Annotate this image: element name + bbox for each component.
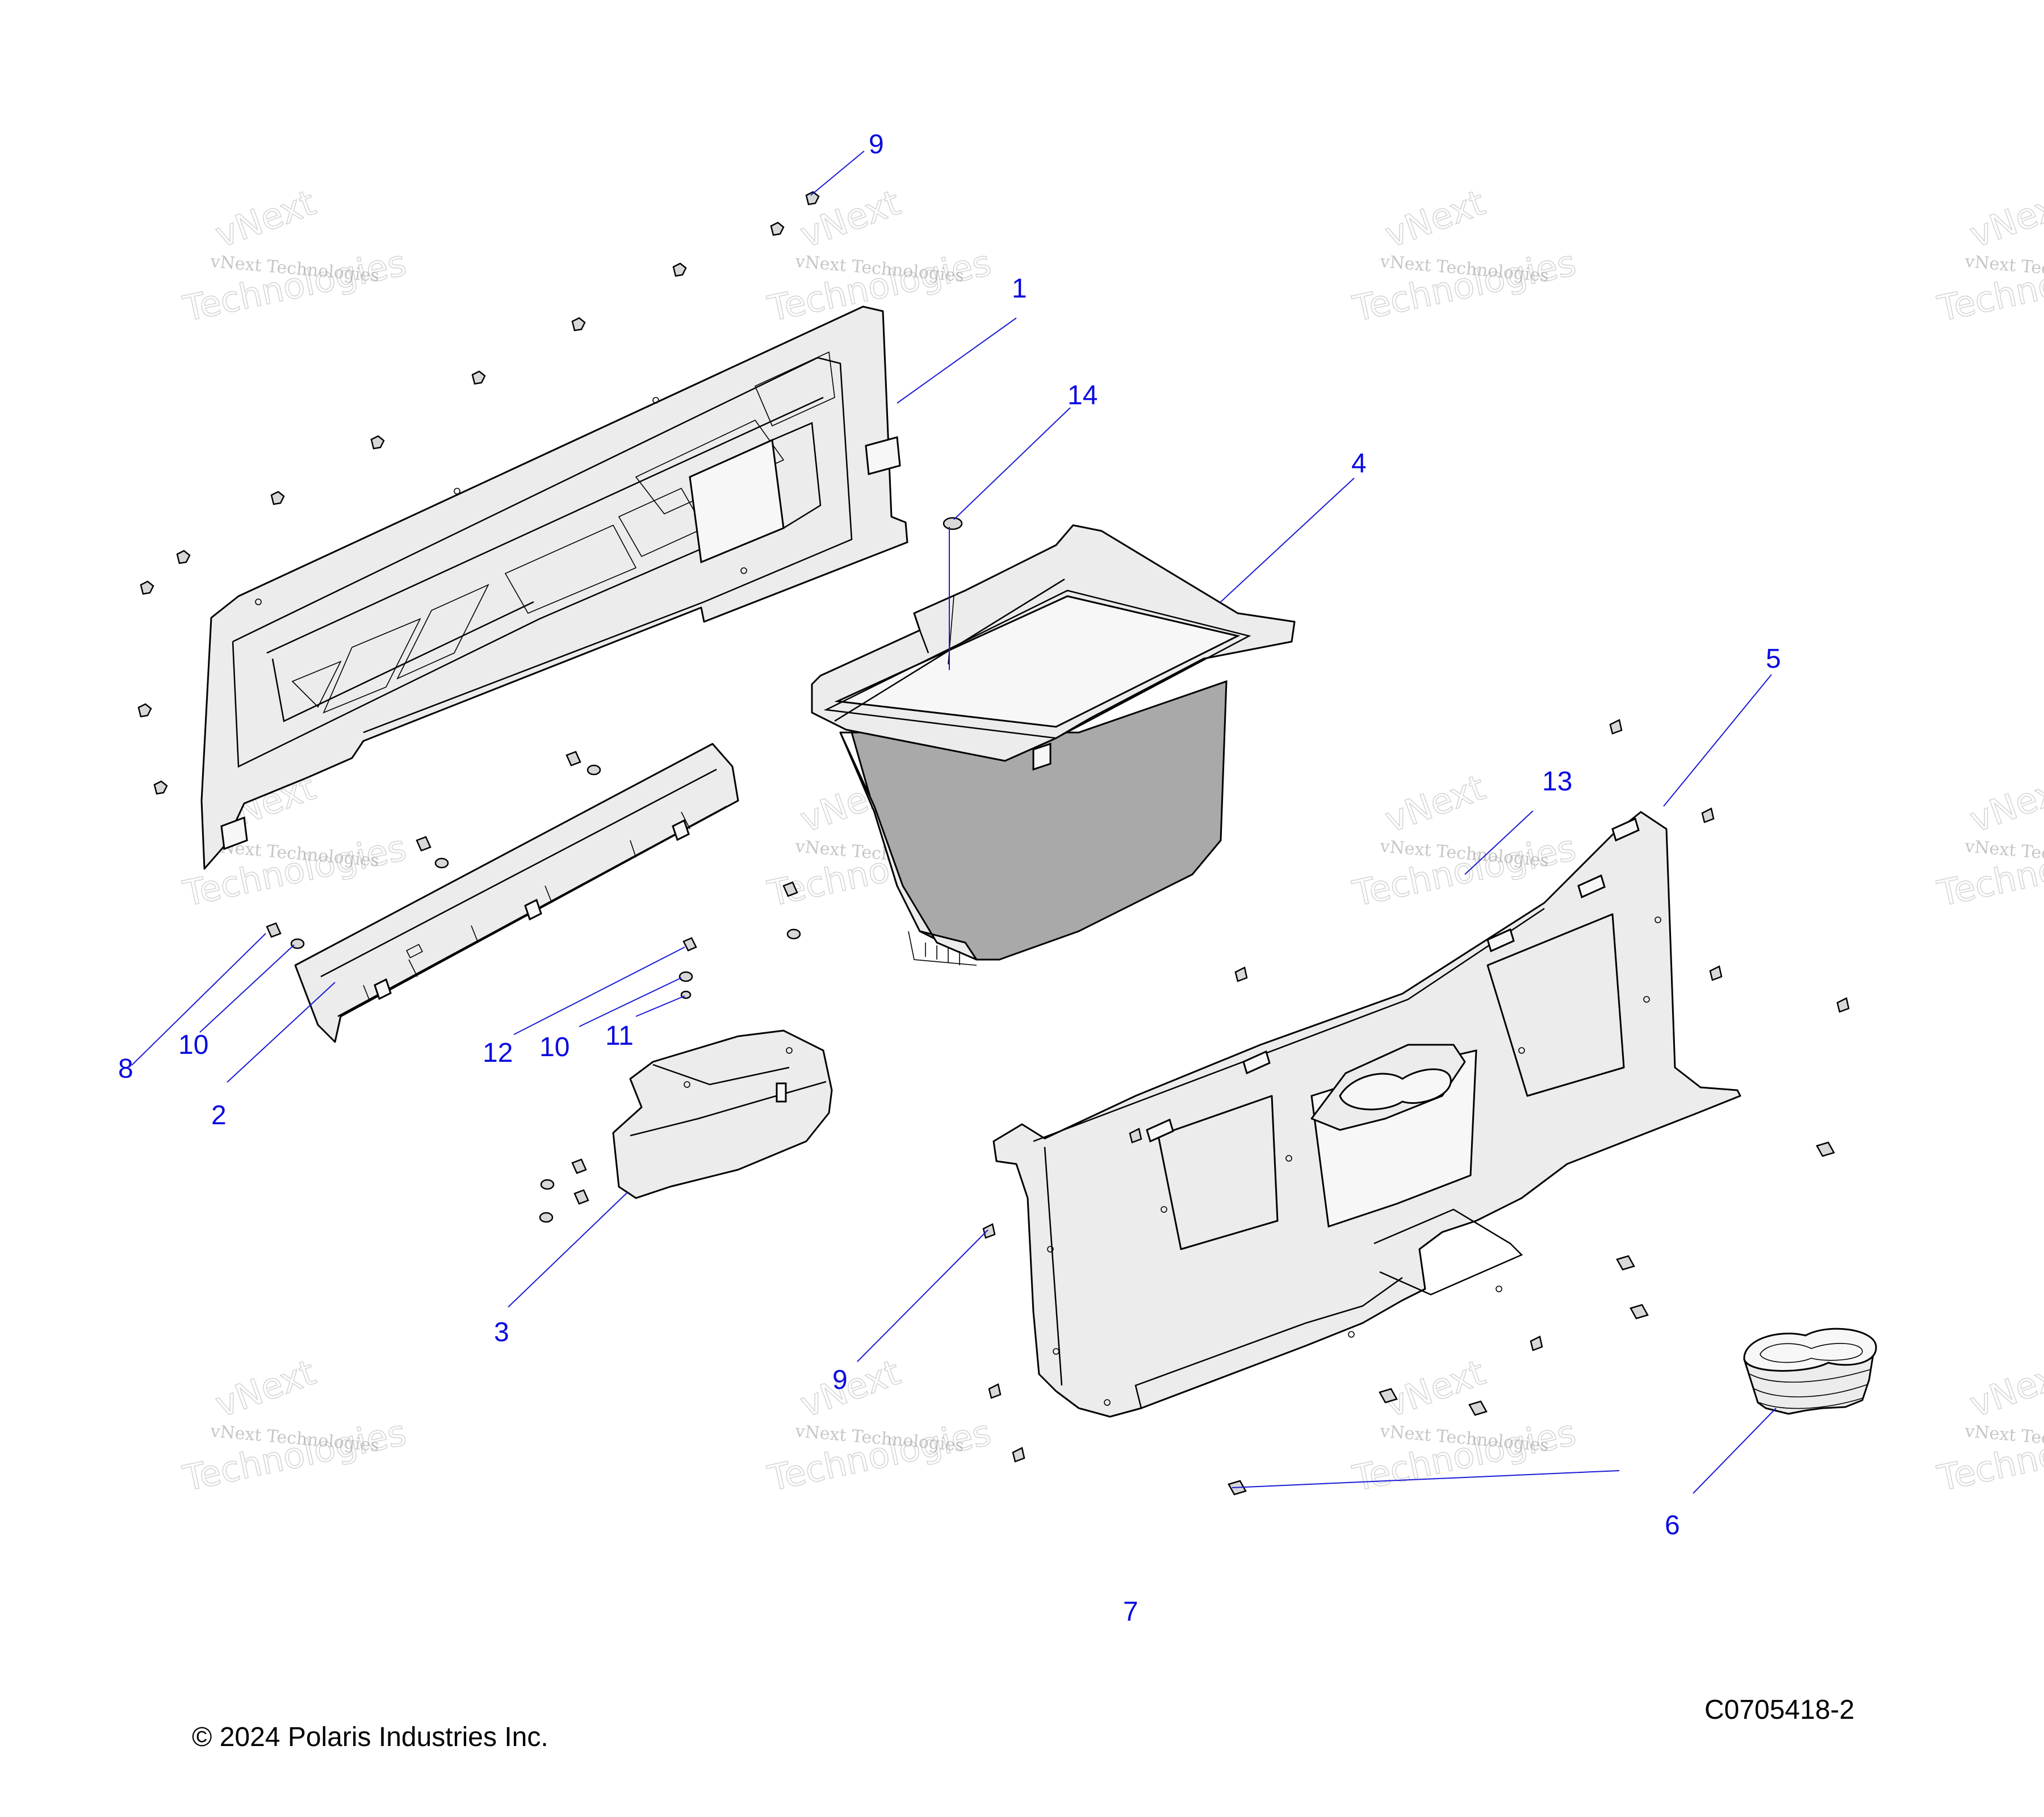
screw-icon xyxy=(982,1223,996,1239)
panel-1-push-rivets xyxy=(137,191,820,795)
part-1-rear-panel xyxy=(200,305,908,870)
callout-10-left: 10 xyxy=(178,1030,208,1060)
watermark: vNext Technologies vNext Technologies xyxy=(1933,181,2044,330)
watermark: vNext Technologies vNext Technologies xyxy=(764,1351,995,1500)
push-rivet-icon xyxy=(176,550,191,564)
clip-icon xyxy=(1379,1388,1398,1404)
watermark: vNext Technologies vNext Technologies xyxy=(1933,766,2044,915)
part-5-floor-tray xyxy=(992,811,1741,1418)
part-2-channel-bracket xyxy=(294,743,739,1043)
watermark: vNext Technologies vNext Technologies xyxy=(1348,181,1580,330)
callout-2: 2 xyxy=(211,1100,227,1131)
callout-10-right: 10 xyxy=(539,1032,569,1062)
screw-icon xyxy=(1530,1335,1543,1351)
washer-icon xyxy=(434,857,449,869)
push-rivet-icon xyxy=(140,580,154,595)
svg-text:vNext: vNext xyxy=(795,1351,906,1426)
callout-5: 5 xyxy=(1766,644,1781,674)
svg-text:vNext: vNext xyxy=(210,182,321,256)
push-rivet-icon xyxy=(370,435,385,450)
push-rivet-icon xyxy=(805,191,820,206)
screw-icon xyxy=(1836,997,1850,1013)
watermark: vNext Technologies vNext Technologies xyxy=(179,181,410,330)
push-rivet-icon xyxy=(471,370,486,385)
callout-7: 7 xyxy=(1123,1597,1138,1627)
bolt-icon xyxy=(573,1189,589,1205)
callout-6: 6 xyxy=(1665,1510,1680,1540)
callout-8: 8 xyxy=(118,1054,133,1084)
watermark: vNext Technologies vNext Technologies xyxy=(179,1351,410,1500)
bolt-icon xyxy=(266,922,282,938)
push-rivet-icon xyxy=(770,221,785,236)
washer-icon xyxy=(290,938,305,949)
copyright-notice: © 2024 Polaris Industries Inc. xyxy=(192,1722,548,1752)
leader-lines xyxy=(131,150,1777,1494)
callout-1: 1 xyxy=(1012,274,1027,304)
clip-icon xyxy=(1630,1304,1649,1320)
washer-icon xyxy=(786,928,801,940)
push-rivet-icon xyxy=(137,703,152,718)
svg-text:vNext: vNext xyxy=(1380,182,1490,256)
part-3-fasteners xyxy=(539,881,801,1223)
callout-9-bottom: 9 xyxy=(832,1365,848,1395)
bolt-icon xyxy=(682,937,697,952)
bolt-icon xyxy=(782,881,798,897)
bolt-icon xyxy=(566,751,581,767)
callout-3: 3 xyxy=(494,1317,509,1347)
svg-text:vNext: vNext xyxy=(1965,767,2044,841)
callout-9-top: 9 xyxy=(869,129,884,160)
washer-icon xyxy=(678,971,693,982)
push-rivet-icon xyxy=(270,491,285,505)
push-rivet-icon xyxy=(153,780,168,795)
callout-14: 14 xyxy=(1067,380,1098,411)
part-6-cup-holder xyxy=(1743,1328,1877,1415)
push-rivet-icon xyxy=(672,262,687,277)
callout-13: 13 xyxy=(1542,767,1572,797)
svg-text:vNext: vNext xyxy=(1965,182,2044,256)
screw-icon xyxy=(1709,965,1723,981)
push-rivet-icon xyxy=(571,317,586,332)
watermark: vNext Technologies vNext Technologies xyxy=(1933,1351,2044,1500)
callout-labels: 1 2 3 4 5 6 7 8 9 9 10 10 11 12 13 14 xyxy=(118,129,1781,1627)
washer-icon xyxy=(540,1179,555,1190)
svg-text:vNext: vNext xyxy=(1965,1351,2044,1426)
drawing-number: C0705418-2 xyxy=(1704,1695,1855,1725)
washer-icon xyxy=(539,1212,554,1223)
watermark: vNext Technologies vNext Technologies xyxy=(764,181,995,330)
screw-icon xyxy=(1234,966,1248,982)
screw-icon xyxy=(1609,719,1623,735)
bolt-icon xyxy=(416,836,432,852)
part-4-storage-tub xyxy=(811,524,1296,966)
clip-icon xyxy=(1616,1255,1635,1271)
part-3-cover xyxy=(612,1029,833,1199)
screw-icon xyxy=(1012,1447,1025,1463)
svg-text:vNext: vNext xyxy=(1380,767,1490,841)
clip-icon xyxy=(1468,1400,1488,1416)
screw-icon xyxy=(988,1383,1002,1399)
svg-text:vNext: vNext xyxy=(210,1351,321,1426)
callout-12: 12 xyxy=(483,1038,513,1068)
screw-icon xyxy=(1129,1128,1142,1144)
callout-11: 11 xyxy=(605,1021,634,1051)
part-5-fasteners xyxy=(982,719,1850,1496)
svg-text:vNext: vNext xyxy=(1380,1351,1490,1426)
callout-4: 4 xyxy=(1351,449,1367,479)
screw-icon xyxy=(1701,807,1715,823)
part-2-fasteners xyxy=(266,751,601,949)
washer-icon xyxy=(587,764,601,776)
bolt-icon xyxy=(571,1158,587,1174)
part-14-plug xyxy=(943,517,963,530)
clip-icon xyxy=(1816,1141,1835,1157)
